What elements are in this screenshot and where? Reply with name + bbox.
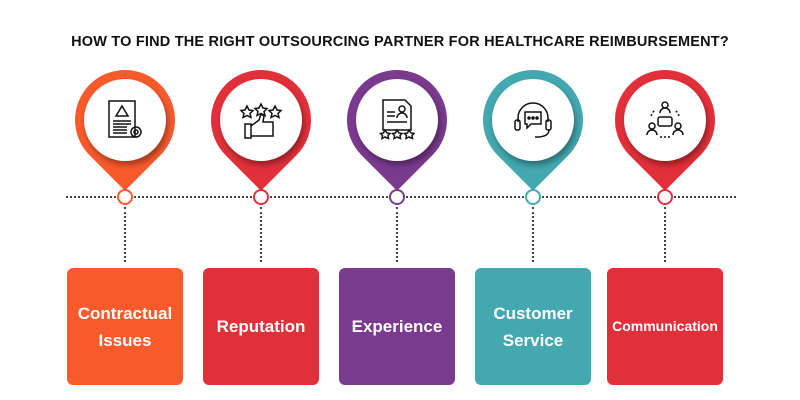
timeline-node [389, 189, 405, 205]
connector-line [260, 207, 262, 262]
timeline-node [525, 189, 541, 205]
step-reputation: Reputation [190, 0, 332, 400]
thumbs-up-stars-icon [220, 79, 302, 161]
step-contractual-issues: Contractual Issues [54, 0, 196, 400]
timeline-node [657, 189, 673, 205]
step-communication: Communication [594, 0, 736, 400]
group-chat-icon [624, 79, 706, 161]
step-label: Communication [607, 268, 723, 385]
page-title: HOW TO FIND THE RIGHT OUTSOURCING PARTNE… [71, 34, 729, 50]
connector-line [664, 207, 666, 262]
step-experience: Experience [326, 0, 468, 400]
step-label: Experience [339, 268, 455, 385]
connector-line [396, 207, 398, 262]
step-customer-service: Customer Service [462, 0, 604, 400]
step-label: Contractual Issues [67, 268, 183, 385]
resume-stars-icon [356, 79, 438, 161]
timeline-node [253, 189, 269, 205]
step-label: Customer Service [475, 268, 591, 385]
headset-chat-icon [492, 79, 574, 161]
contract-warning-gear-icon [84, 79, 166, 161]
timeline-node [117, 189, 133, 205]
connector-line [124, 207, 126, 262]
connector-line [532, 207, 534, 262]
step-label: Reputation [203, 268, 319, 385]
